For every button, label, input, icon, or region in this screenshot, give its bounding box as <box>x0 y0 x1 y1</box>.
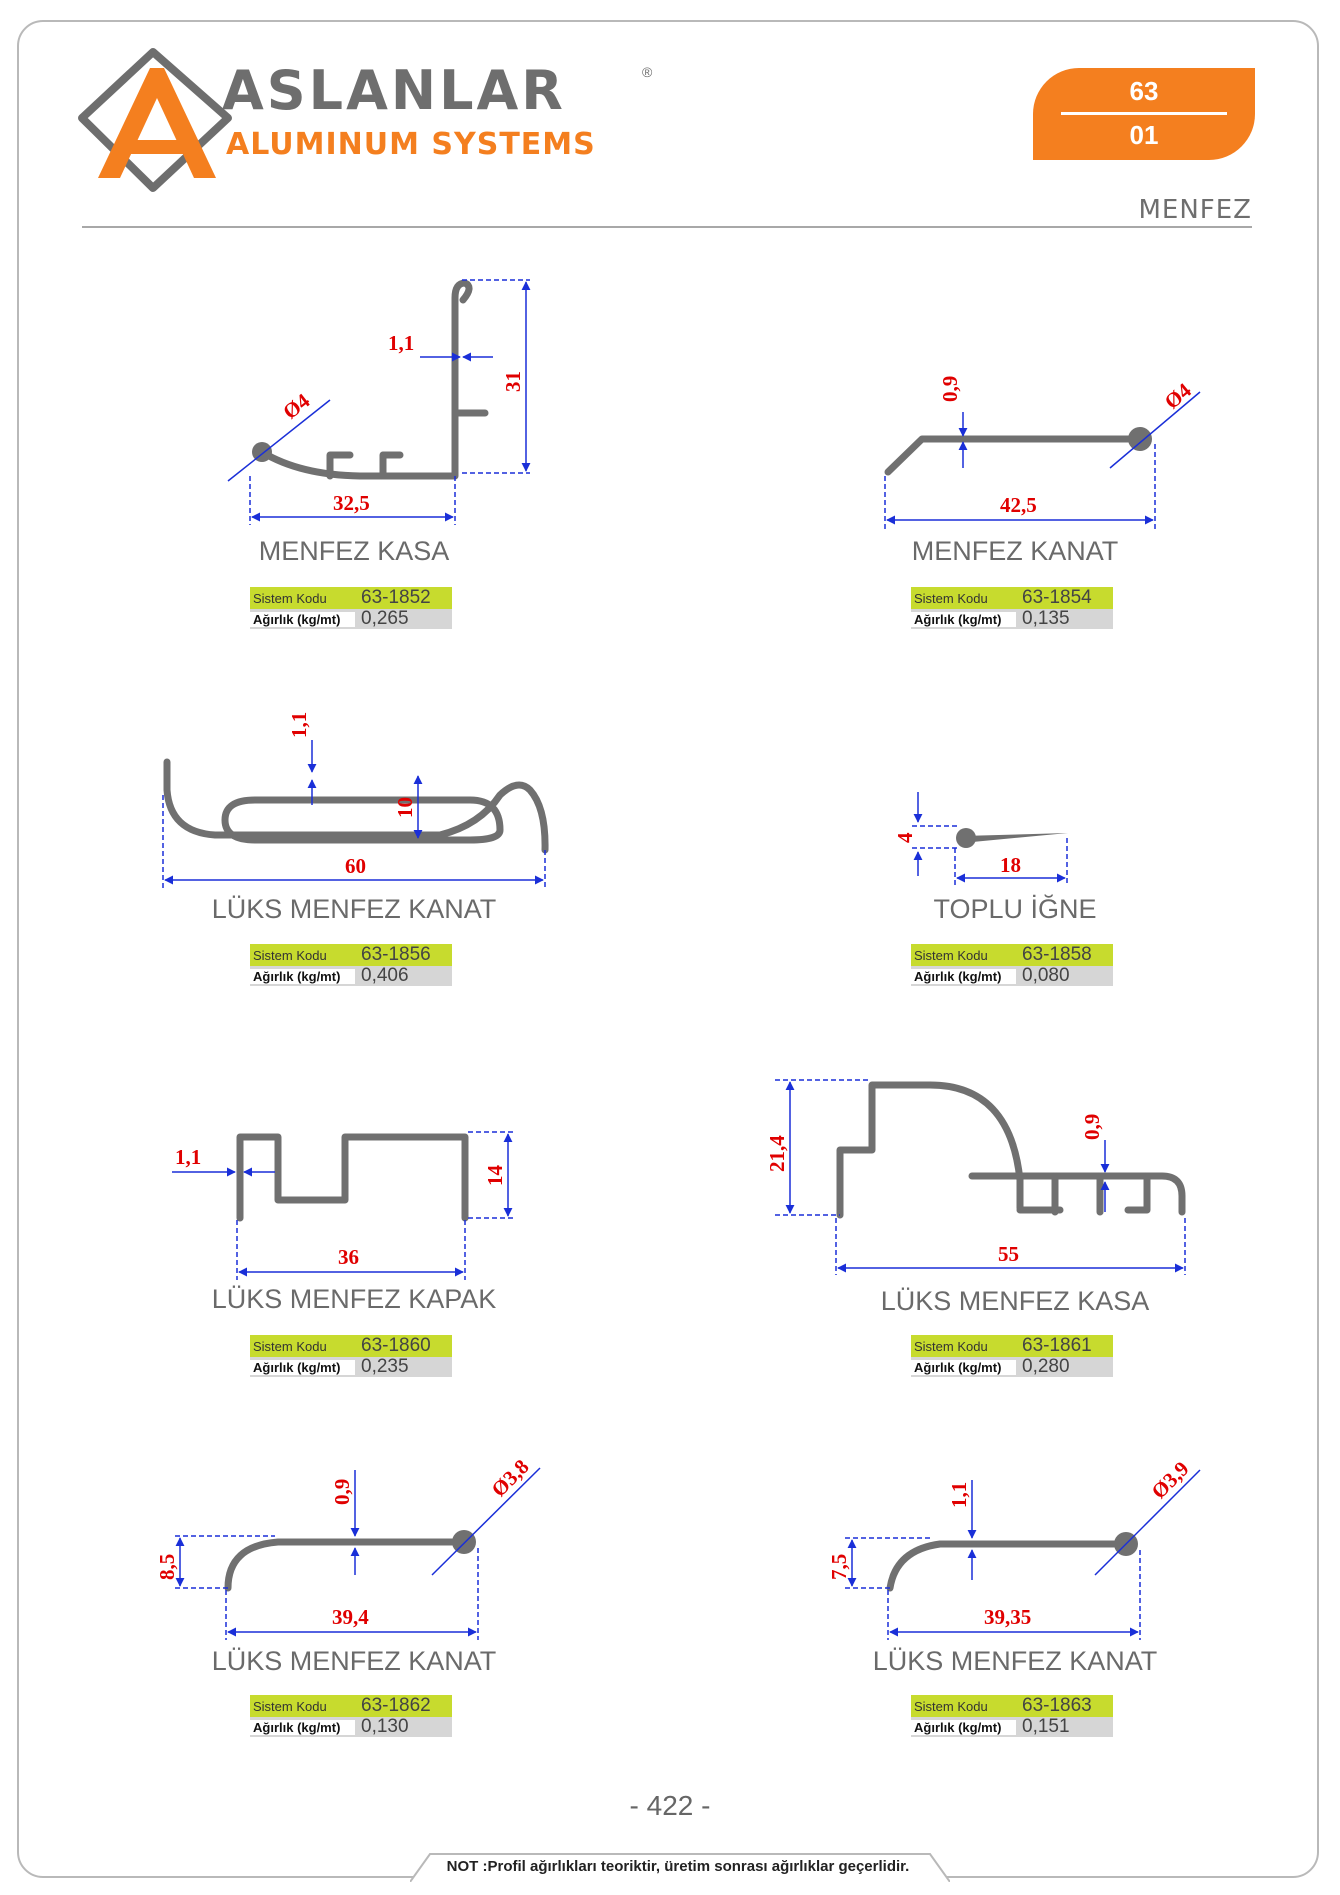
code-value: 63-1852 <box>361 587 431 608</box>
code-value: 63-1863 <box>1022 1695 1092 1716</box>
code-table-63-1856: Sistem Kodu 63-1856 Ağırlık (kg/mt) 0,406 <box>250 944 452 986</box>
section-title: MENFEZ <box>1138 195 1252 225</box>
page-section-number: 01 <box>1129 120 1159 150</box>
code-label: Sistem Kodu <box>914 590 988 606</box>
code-label: Sistem Kodu <box>253 1698 327 1714</box>
dim-toplu-igne-length: 18 <box>1000 853 1021 877</box>
code-value: 63-1854 <box>1022 587 1092 608</box>
dim-luks-kanat-1863-wall: 1,1 <box>947 1482 971 1508</box>
weight-label: Ağırlık (kg/mt) <box>911 968 1016 984</box>
code-table-63-1862: Sistem Kodu 63-1862 Ağırlık (kg/mt) 0,130 <box>250 1695 452 1737</box>
code-table-63-1852: Sistem Kodu 63-1852 Ağırlık (kg/mt) 0,265 <box>250 587 452 629</box>
product-name-63-1852: MENFEZ KASA <box>258 536 450 566</box>
dim-luks-kapak-width: 36 <box>338 1245 359 1269</box>
weight-value: 0,280 <box>1022 1356 1070 1377</box>
dim-menfez-kasa-height: 31 <box>501 371 525 392</box>
dim-menfez-kanat-wall: 0,9 <box>938 376 962 402</box>
series-badge: 63 01 <box>1033 68 1255 160</box>
code-label: Sistem Kodu <box>253 590 327 606</box>
code-label: Sistem Kodu <box>253 947 327 963</box>
weight-value: 0,406 <box>361 965 409 986</box>
code-label: Sistem Kodu <box>914 1698 988 1714</box>
product-name-63-1860: LÜKS MENFEZ KAPAK <box>211 1284 497 1314</box>
code-value: 63-1856 <box>361 944 431 965</box>
weight-value: 0,235 <box>361 1356 409 1377</box>
dim-menfez-kasa-wall: 1,1 <box>388 331 414 355</box>
product-name-63-1863: LÜKS MENFEZ KANAT <box>872 1646 1158 1676</box>
dim-luks-kapak-height: 14 <box>483 1165 507 1187</box>
dim-luks-kapak-wall: 1,1 <box>175 1145 201 1169</box>
weight-value: 0,135 <box>1022 608 1070 629</box>
dim-luks-kanat-1863-height: 7,5 <box>827 1554 851 1580</box>
dim-luks-kasa-width: 55 <box>998 1242 1019 1266</box>
page-number: - 422 - <box>629 1790 711 1821</box>
drawing-luks-menfez-kasa: 21,4 55 0,9 <box>765 1079 1186 1275</box>
brand-name: ASLANLAR <box>222 59 566 122</box>
badge-divider <box>1061 112 1227 115</box>
weight-label: Ağırlık (kg/mt) <box>250 611 355 627</box>
weight-value: 0,151 <box>1022 1716 1070 1737</box>
code-value: 63-1860 <box>361 1335 431 1356</box>
drawing-luks-menfez-kanat-1862: 8,5 39,4 0,9 Ø3,8 <box>155 1454 541 1640</box>
drawing-menfez-kanat: 42,5 0,9 Ø4 <box>884 376 1201 530</box>
dim-luks-kanat-1863-dia: Ø3,9 <box>1147 1456 1194 1503</box>
code-label: Sistem Kodu <box>914 947 988 963</box>
code-value: 63-1858 <box>1022 944 1092 965</box>
code-value: 63-1862 <box>361 1695 431 1716</box>
series-number: 63 <box>1129 76 1159 106</box>
code-table-63-1861: Sistem Kodu 63-1861 Ağırlık (kg/mt) 0,280 <box>911 1335 1113 1377</box>
product-name-63-1854: MENFEZ KANAT <box>911 536 1119 566</box>
product-name-63-1856: LÜKS MENFEZ KANAT <box>211 894 497 924</box>
weight-label: Ağırlık (kg/mt) <box>250 1719 355 1735</box>
drawing-luks-menfez-kanat-1863: 7,5 39,35 1,1 Ø3,9 <box>827 1456 1201 1640</box>
weight-value: 0,080 <box>1022 965 1070 986</box>
weight-label: Ağırlık (kg/mt) <box>250 1359 355 1375</box>
dim-luks-kanat-1856-height: 10 <box>393 797 417 818</box>
footer-note: NOT :Profil ağırlıkları teoriktir, üreti… <box>446 1858 910 1875</box>
code-value: 63-1861 <box>1022 1335 1092 1356</box>
product-name-63-1862: LÜKS MENFEZ KANAT <box>211 1646 497 1676</box>
header-divider <box>82 226 1252 228</box>
weight-label: Ağırlık (kg/mt) <box>250 968 355 984</box>
dim-luks-kanat-1862-width: 39,4 <box>332 1605 369 1629</box>
weight-value: 0,265 <box>361 608 409 629</box>
weight-label: Ağırlık (kg/mt) <box>911 1719 1016 1735</box>
dim-menfez-kanat-width: 42,5 <box>1000 493 1037 517</box>
dim-luks-kanat-1856-wall: 1,1 <box>287 712 311 738</box>
dim-menfez-kasa-dia: Ø4 <box>278 388 314 424</box>
drawing-toplu-igne: 4 18 <box>893 792 1068 885</box>
dim-luks-kasa-wall: 0,9 <box>1080 1114 1104 1140</box>
dim-luks-kanat-1862-height: 8,5 <box>155 1554 179 1580</box>
code-label: Sistem Kodu <box>914 1338 988 1354</box>
product-name-63-1861: LÜKS MENFEZ KASA <box>880 1286 1150 1316</box>
dim-luks-kasa-height: 21,4 <box>765 1135 789 1172</box>
code-table-63-1860: Sistem Kodu 63-1860 Ağırlık (kg/mt) 0,235 <box>250 1335 452 1377</box>
brand-subtitle: ALUMINUM SYSTEMS <box>226 127 596 162</box>
weight-label: Ağırlık (kg/mt) <box>911 611 1016 627</box>
drawing-menfez-kasa: 32,5 31 1,1 Ø4 <box>227 279 531 525</box>
registered-mark: ® <box>642 64 653 80</box>
logo-emblem <box>78 48 232 192</box>
dim-toplu-igne-dia: 4 <box>893 832 917 843</box>
weight-value: 0,130 <box>361 1716 409 1737</box>
drawing-luks-menfez-kanat-1856: 60 1,1 10 <box>162 712 549 890</box>
dim-menfez-kasa-width: 32,5 <box>333 491 370 515</box>
code-table-63-1858: Sistem Kodu 63-1858 Ağırlık (kg/mt) 0,080 <box>911 944 1113 986</box>
code-table-63-1854: Sistem Kodu 63-1854 Ağırlık (kg/mt) 0,135 <box>911 587 1113 629</box>
drawing-luks-menfez-kapak: 36 14 1,1 <box>172 1131 515 1280</box>
dim-luks-kanat-1862-wall: 0,9 <box>330 1479 354 1505</box>
dim-luks-kanat-1863-width: 39,35 <box>984 1605 1031 1629</box>
weight-label: Ağırlık (kg/mt) <box>911 1359 1016 1375</box>
dim-luks-kanat-1862-dia: Ø3,8 <box>487 1454 534 1501</box>
product-name-63-1858: TOPLU İĞNE <box>933 894 1097 924</box>
footer-note-tab <box>410 1853 950 1882</box>
code-table-63-1863: Sistem Kodu 63-1863 Ağırlık (kg/mt) 0,151 <box>911 1695 1113 1737</box>
dim-menfez-kanat-dia: Ø4 <box>1160 378 1196 414</box>
dim-luks-kanat-1856-width: 60 <box>345 854 366 878</box>
code-label: Sistem Kodu <box>253 1338 327 1354</box>
